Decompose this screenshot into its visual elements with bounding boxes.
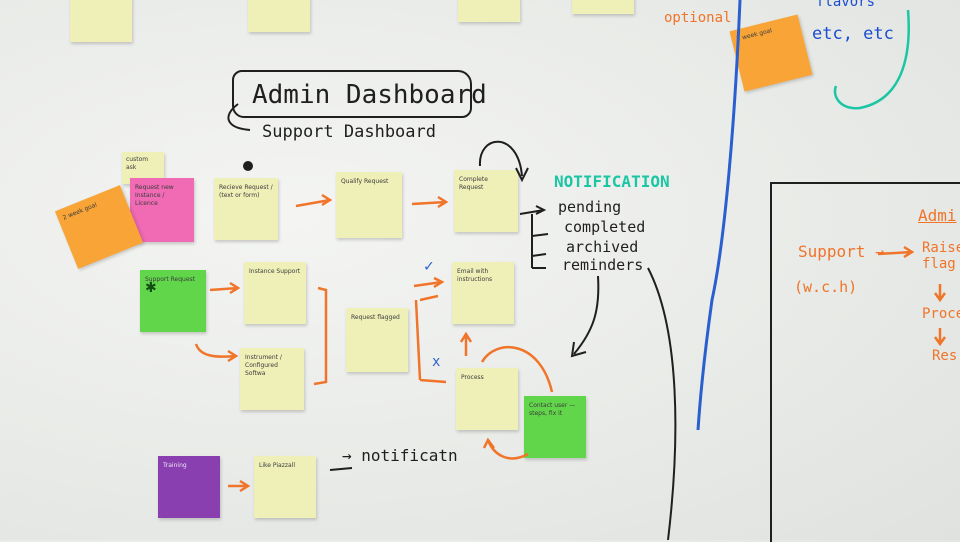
notification-bracket: [519, 205, 549, 269]
etc-label: etc, etc: [812, 24, 894, 44]
flavors-label: flavors: [816, 0, 876, 10]
arrow-to-email: [413, 276, 445, 289]
right-panel-process: Proce: [922, 306, 960, 322]
sticky-note-qualify-request: Qualify Request: [336, 172, 402, 238]
sticky-note-contact-user: Contact user — steps, fix it: [524, 396, 586, 458]
arrow-support-to-instance: [209, 281, 241, 295]
cross-mark: x: [432, 354, 441, 370]
right-panel-resolve: Res: [932, 348, 958, 364]
blue-divider-line: [696, 0, 742, 431]
sticky-note-receive-request: Recieve Request / (text or form): [214, 178, 278, 240]
sticky-note-email-instructions: Email with instructions: [452, 262, 514, 324]
arrow-process-to-email: [459, 331, 473, 356]
support-request-text: Support Request: [145, 276, 195, 283]
sticky-note-instance-support: Instance Support: [244, 262, 306, 324]
notification-footer: → notificatn: [342, 446, 458, 465]
right-panel-arrow: [877, 245, 915, 259]
sticky-note-top-3: [458, 0, 520, 22]
notification-item-reminders: reminders: [562, 256, 644, 274]
sticky-note-request-flagged: Request flagged: [346, 308, 408, 372]
title-arrow: [227, 103, 251, 131]
page-title: Admin Dashboard: [252, 80, 487, 110]
optional-label: optional: [664, 10, 732, 26]
sticky-note-request-instance: Request new Instance / Licence: [130, 178, 194, 242]
arrow-purple-to-like: [228, 479, 251, 493]
sticky-note-support-request: Support Request ✱: [140, 270, 206, 332]
right-panel-raise: Raise flag: [922, 240, 960, 272]
right-panel-heading: Admi: [918, 206, 957, 225]
sticky-note-top-2: [248, 0, 310, 32]
sticky-note-top-1: [70, 0, 132, 42]
sticky-note-top-4: [572, 0, 634, 14]
arrow-receive-to-qualify: [295, 193, 333, 208]
sticky-note-like-piazzal: Like Piazzall: [254, 456, 316, 518]
right-panel-frame: [770, 182, 960, 542]
long-curve: [647, 267, 677, 540]
title-frame: [232, 70, 472, 118]
notification-heading: NOTIFICATION: [554, 172, 670, 191]
arc-complete-to-notification: [478, 140, 529, 183]
notification-item-pending: pending: [558, 198, 622, 216]
sticky-note-instrument-support: Instrument / Configured Softwa: [240, 348, 304, 410]
check-mark: ✓: [424, 256, 434, 275]
right-panel-support: Support →: [798, 242, 885, 261]
dot-mark: [243, 161, 253, 171]
right-panel-down-2: [933, 328, 947, 347]
arrow-support-to-instrument: [194, 343, 239, 363]
right-panel-support-sub: (w.c.h): [794, 278, 858, 296]
notification-item-archived: archived: [566, 238, 639, 256]
subtitle: Support Dashboard: [262, 122, 436, 142]
loop-arrow: [480, 346, 554, 460]
notification-item-completed: completed: [564, 218, 646, 236]
arrow-qualify-to-complete: [411, 195, 449, 209]
star-mark: ✱: [145, 280, 157, 296]
right-panel-down-1: [933, 284, 947, 303]
bracket-instance-instrument: [313, 286, 328, 386]
sticky-note-complete-request: Complete Request: [454, 170, 518, 232]
bracket-flagged: [414, 294, 447, 384]
arrow-notification-to-process: [570, 275, 600, 358]
sticky-note-purple: Training: [158, 456, 220, 518]
notificatn-arrow: [329, 467, 353, 471]
teal-curve: [833, 9, 910, 110]
sticky-note-process: Process: [456, 368, 518, 430]
